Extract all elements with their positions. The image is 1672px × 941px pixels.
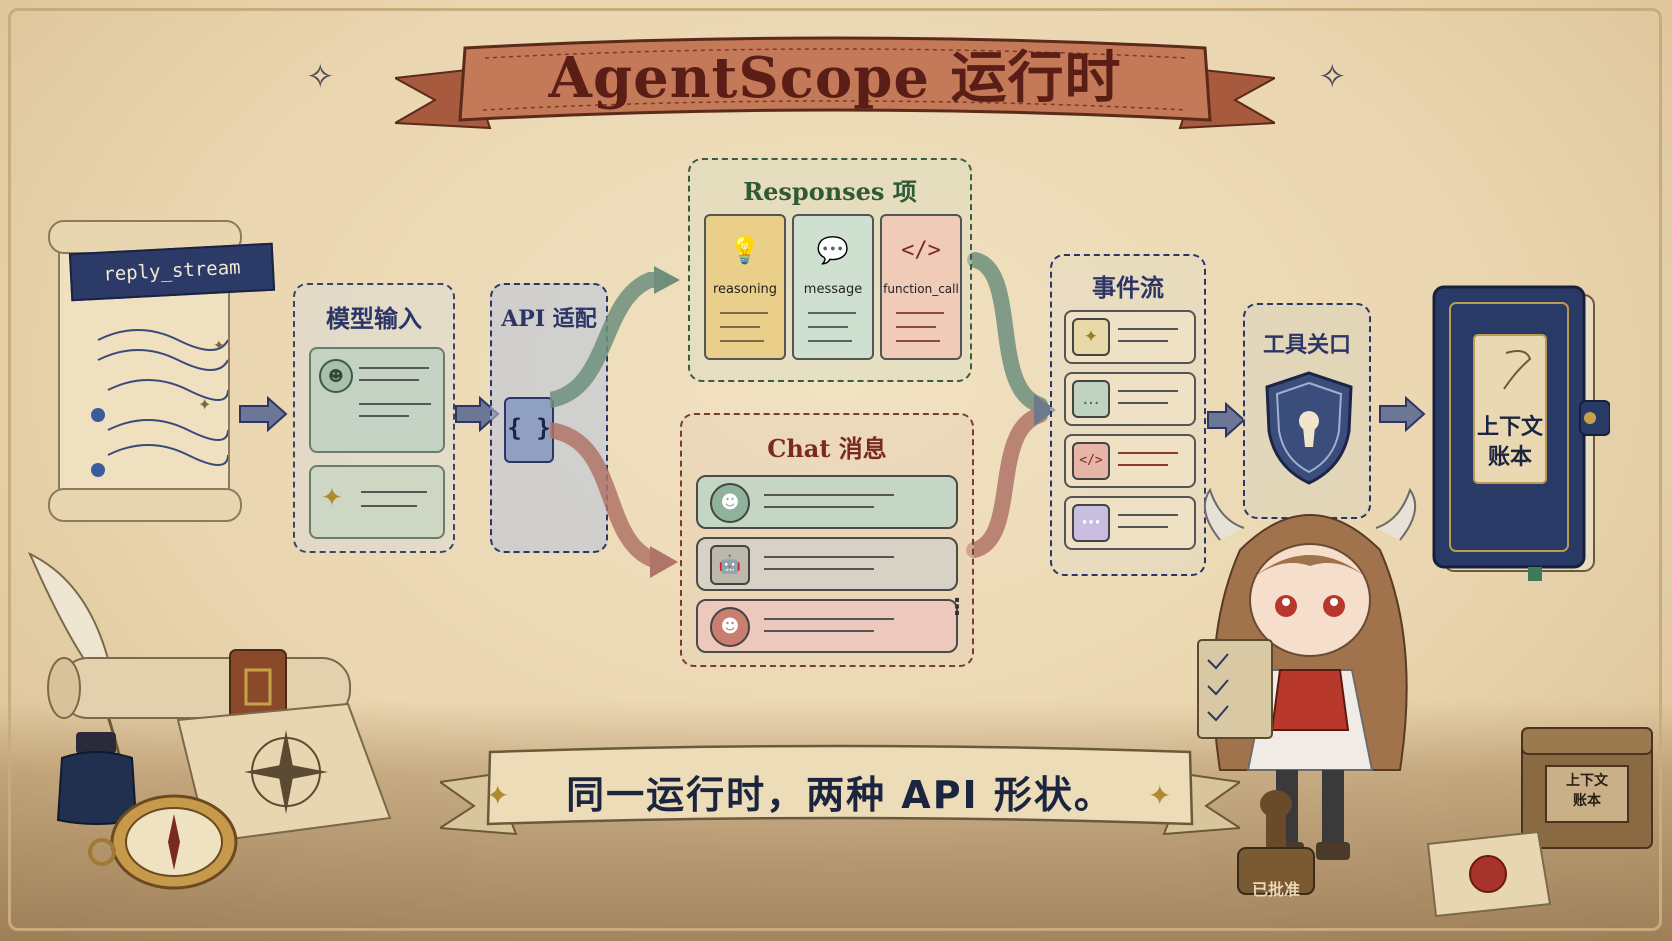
sparkle-icon: ✦ (486, 779, 510, 812)
model-input-title: 模型输入 (326, 304, 422, 333)
ink-bottle-icon (56, 732, 138, 825)
model-input-box: 模型输入 ☻ ✦ (293, 283, 455, 553)
chat-message-user: ☻ (696, 475, 958, 529)
user-icon: ☻ (710, 483, 750, 523)
code-icon: </> (1072, 442, 1110, 480)
ledger-label-line2: 账本 (1487, 445, 1532, 470)
scroll-roll-bottom (48, 488, 242, 522)
api-adapter-box: API 适配 { } (490, 283, 608, 553)
chat-message-assistant: 🤖 (696, 537, 958, 591)
responses-title: Responses 项 (743, 177, 917, 206)
robot-icon: 🤖 (710, 545, 750, 585)
model-input-card: ✦ (309, 465, 445, 539)
arrow-icon (455, 396, 500, 432)
flow-arrows (550, 252, 1056, 578)
wax-seal-letter-icon (1426, 830, 1552, 918)
reply-stream-scroll: ✦ ✦ reply_stream (48, 220, 276, 522)
responses-box: Responses 项 💡 reasoning 💬 message </> fu… (688, 158, 972, 382)
compass-map-icon (176, 702, 392, 844)
api-adapter-title: API 适配 (501, 306, 597, 332)
tool-gate-box: 工具关口 (1243, 303, 1371, 519)
caption-text: 同一运行时，两种 API 形状。 (566, 773, 1114, 817)
user-icon: ☻ (319, 359, 353, 393)
chest-label-line2: 账本 (1573, 793, 1601, 809)
svg-text:✦: ✦ (198, 395, 211, 414)
rolled-scroll-icon (47, 649, 351, 727)
event-row: ✦ (1064, 310, 1196, 364)
chat-message-user: ☻ (696, 599, 958, 653)
chest-label-line1: 上下文 (1566, 773, 1608, 789)
response-item-message: 💬 message (792, 214, 874, 360)
arrow-icon (239, 396, 288, 432)
stamp-label: 已批准 (1251, 880, 1300, 899)
user-icon: ☻ (710, 607, 750, 647)
tool-gate-title: 工具关口 (1262, 332, 1351, 358)
title-banner (395, 36, 1275, 130)
parchment-border (8, 8, 1662, 931)
code-braces-icon: { } (504, 397, 554, 463)
context-ledger-book: 上下文 账本 (1430, 283, 1610, 583)
lightbulb-icon: 💡 (728, 236, 762, 266)
event-row: </> (1064, 434, 1196, 488)
book-icon (1432, 285, 1610, 581)
sparkle-icon: ✦ (321, 483, 343, 513)
chat-messages-box: Chat 消息 ☻ 🤖 ☻ (680, 413, 974, 667)
event-row: ··· (1064, 496, 1196, 550)
sparkle-icon: ✧ (1318, 57, 1347, 97)
context-chest-icon (1521, 727, 1653, 849)
arrow-icon (1379, 396, 1426, 432)
chat-bubble-icon: 💬 (816, 236, 850, 266)
ellipsis-icon: ⋮ (946, 595, 968, 620)
sparkle-icon: ✧ (306, 57, 335, 97)
model-input-card: ☻ (309, 347, 445, 453)
sparkle-icon: ✦ (1072, 318, 1110, 356)
ledger-label-line1: 上下文 (1476, 415, 1543, 440)
response-item-label: function_call (883, 282, 959, 296)
response-item-label: message (803, 282, 863, 297)
arrow-icon (1207, 402, 1246, 438)
event-stream-title: 事件流 (1092, 273, 1164, 302)
stream-waves-icon: ✦ ✦ (91, 329, 228, 477)
ellipsis-icon: ··· (1072, 504, 1110, 542)
character-illustration (1197, 487, 1417, 860)
chat-title: Chat 消息 (767, 434, 887, 463)
caption-banner (440, 744, 1240, 836)
code-icon: </> (901, 238, 941, 263)
response-item-function-call: </> function_call (880, 214, 962, 360)
shield-lock-icon (1265, 371, 1353, 485)
response-item-reasoning: 💡 reasoning (704, 214, 786, 360)
approval-stamp-icon (1237, 790, 1315, 895)
pocket-compass-icon (88, 794, 238, 890)
sparkle-icon: ✦ (1148, 779, 1172, 812)
chat-bubble-icon: … (1072, 380, 1110, 418)
page-title: AgentScope 运行时 (548, 45, 1122, 111)
response-item-label: reasoning (712, 282, 778, 297)
event-row: … (1064, 372, 1196, 426)
svg-text:✦: ✦ (213, 338, 225, 354)
event-stream-box: 事件流 ✦ … </> ··· (1050, 254, 1206, 576)
